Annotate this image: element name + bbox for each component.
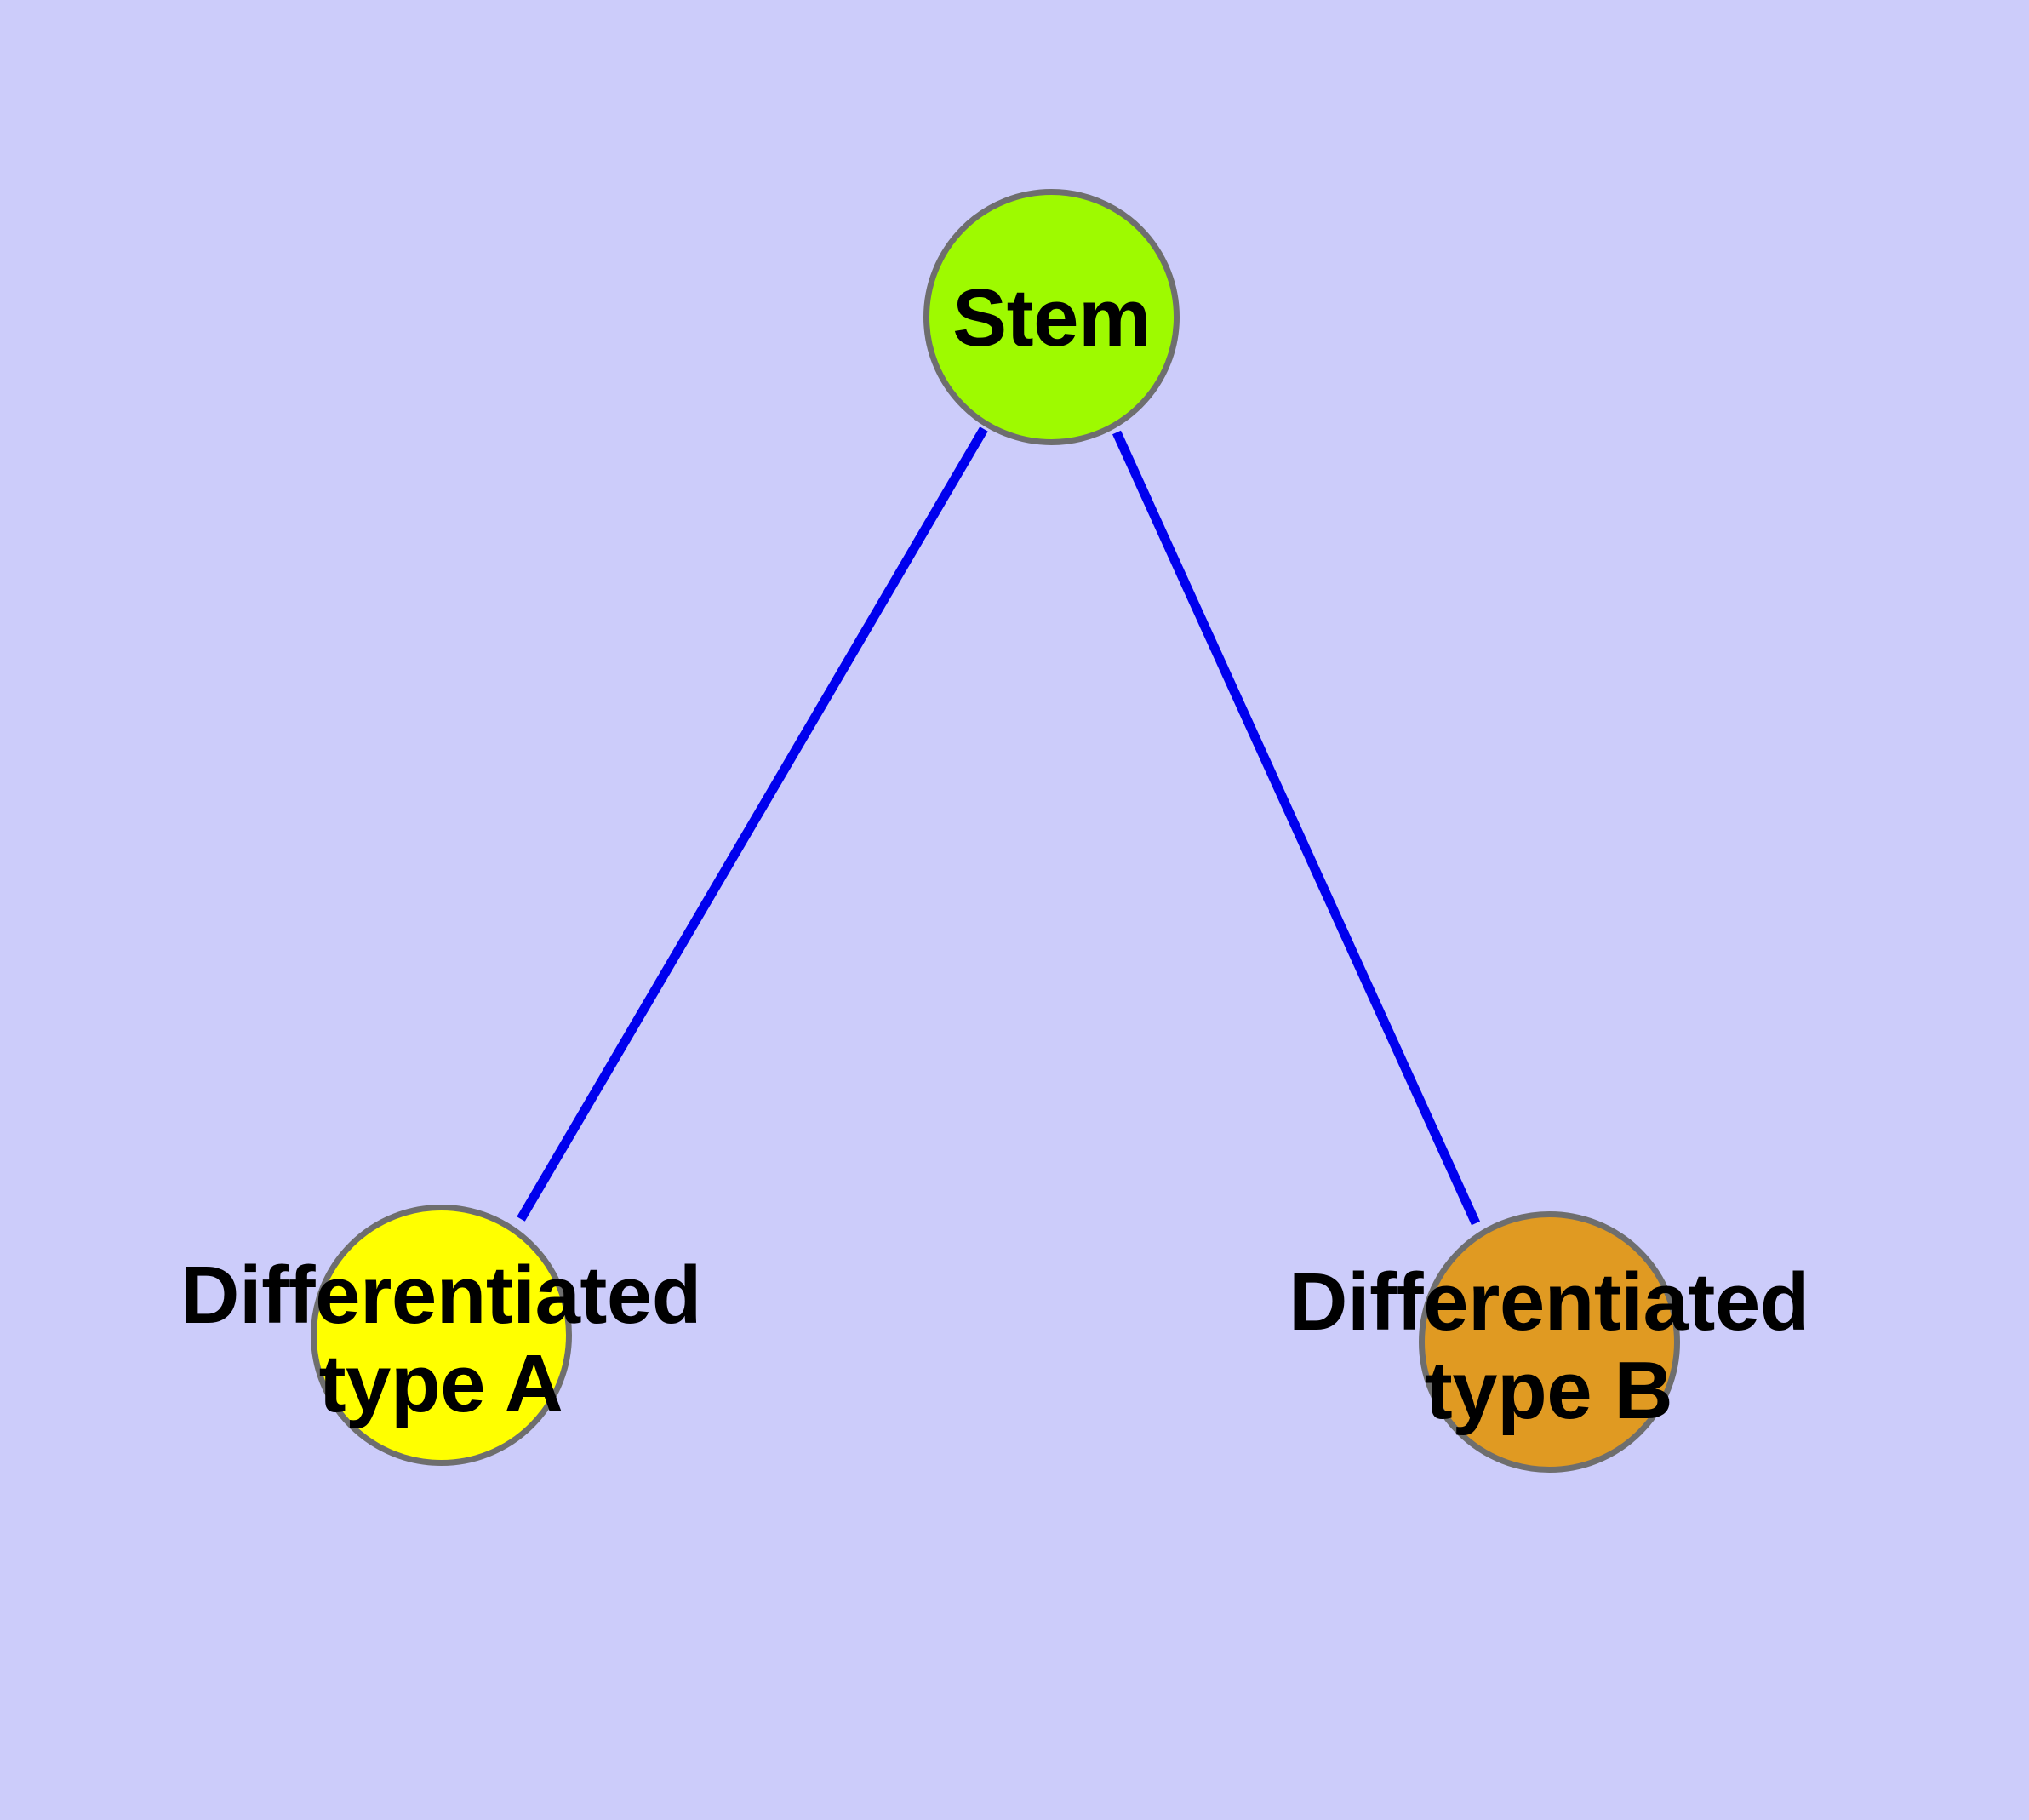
node-stem[interactable] (923, 189, 1180, 445)
node-differentiated-type-a[interactable] (311, 1205, 572, 1466)
edge-stem-to-type-b (1112, 430, 1481, 1226)
edge-stem-to-type-a (517, 426, 988, 1222)
node-differentiated-type-b[interactable] (1419, 1211, 1680, 1473)
